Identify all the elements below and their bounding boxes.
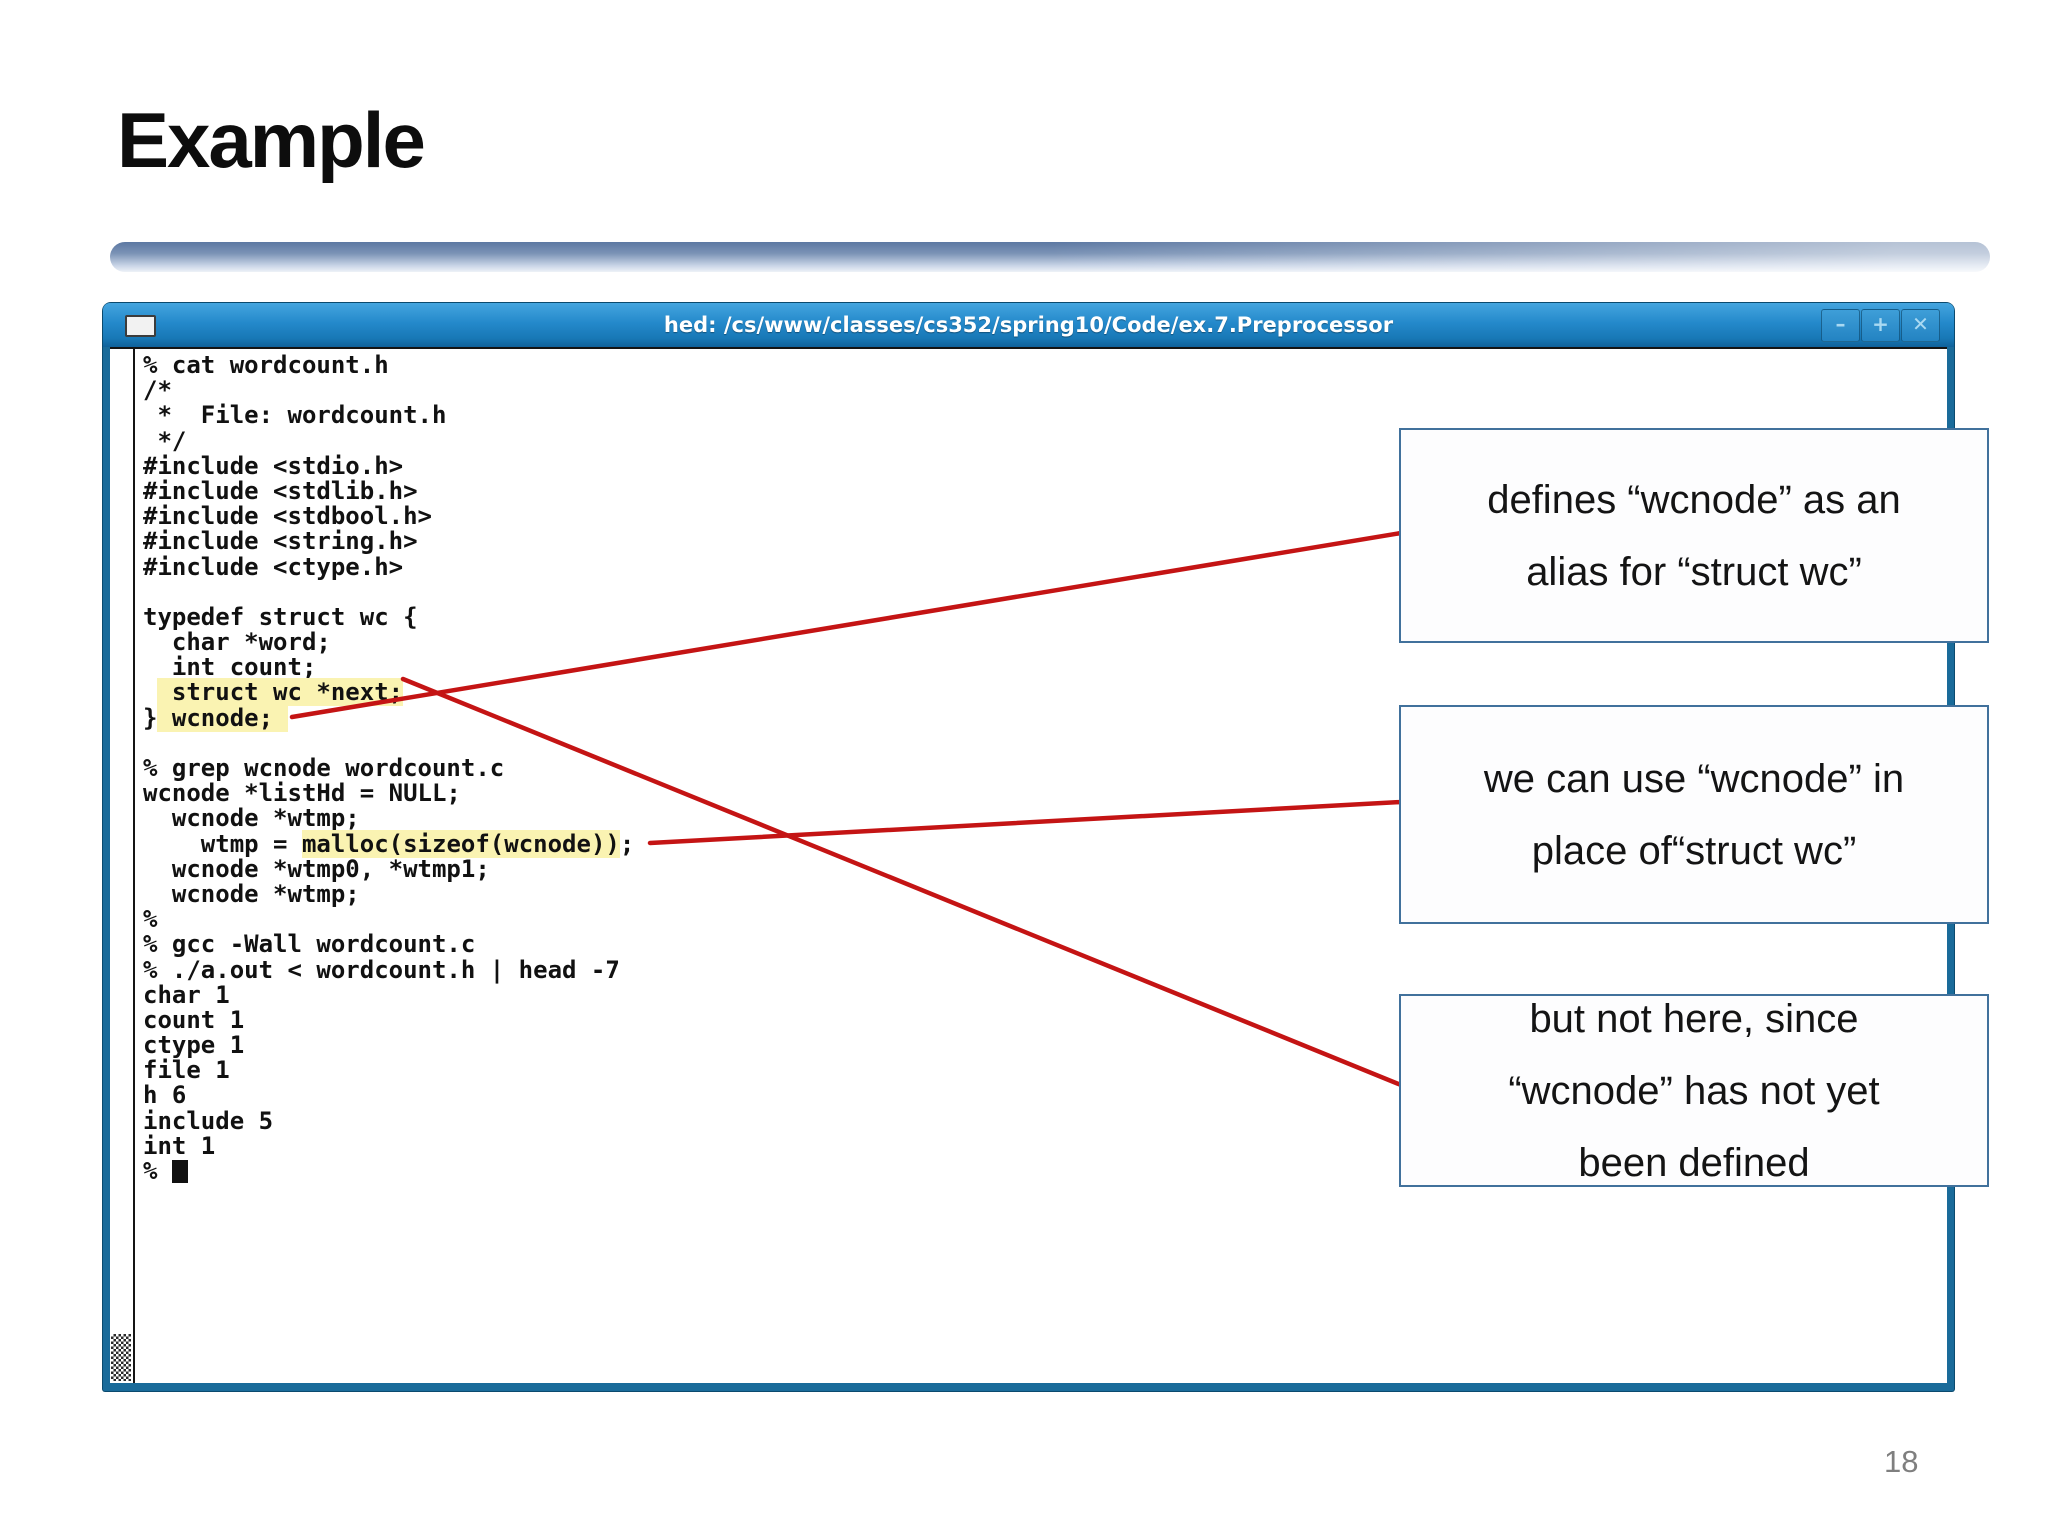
close-button[interactable]: ✕ <box>1901 309 1940 342</box>
terminal-line: * File: wordcount.h <box>143 403 1947 428</box>
highlighted-code: wcnode; <box>157 703 288 732</box>
terminal-titlebar[interactable]: hed: /cs/www/classes/cs352/spring10/Code… <box>103 303 1954 347</box>
window-buttons: – + ✕ <box>1820 309 1940 342</box>
code-text: % gcc -Wall wordcount.c <box>143 930 476 959</box>
terminal-line: file 1 <box>143 1058 1947 1083</box>
code-text: % <box>143 1157 172 1185</box>
code-text: h 6 <box>143 1081 187 1110</box>
code-text: #include <stdbool.h> <box>143 502 432 531</box>
minimize-button[interactable]: – <box>1821 309 1860 342</box>
terminal-line: char 1 <box>143 980 1947 1009</box>
code-text: * File: wordcount.h <box>143 401 447 430</box>
code-text: wcnode *wtmp; <box>143 804 360 833</box>
terminal-line: ctype 1 <box>143 1031 1947 1060</box>
terminal-line: include 5 <box>143 1106 1947 1135</box>
terminal-line: h 6 <box>143 1083 1947 1108</box>
code-text: % grep wcnode wordcount.c <box>143 754 505 782</box>
terminal-line: count 1 <box>143 1005 1947 1034</box>
terminal-line: #include <stdio.h> <box>143 451 1947 480</box>
code-text: file 1 <box>143 1056 230 1085</box>
callout-box-typedef: defines “wcnode” as an alias for “struct… <box>1399 428 1989 643</box>
terminal-line: int 1 <box>143 1131 1947 1160</box>
divider-bar <box>110 242 1990 272</box>
terminal-line: % ./a.out < wordcount.h | head -7 <box>143 955 1947 984</box>
code-text: % cat wordcount.h <box>143 351 389 379</box>
maximize-button[interactable]: + <box>1861 309 1900 342</box>
terminal-line: % <box>143 1157 1947 1185</box>
code-text <box>143 678 157 706</box>
code-text: % ./a.out < wordcount.h | head -7 <box>143 955 620 984</box>
page-number: 18 <box>1884 1444 1919 1479</box>
terminal-cursor <box>171 1160 188 1183</box>
terminal-title: hed: /cs/www/classes/cs352/spring10/Code… <box>663 313 1394 337</box>
code-text: */ <box>143 426 187 455</box>
terminal-line: #include <stdbool.h> <box>143 504 1947 529</box>
code-text: count 1 <box>143 1005 245 1034</box>
highlighted-code: struct wc *next; <box>157 678 404 707</box>
terminal-line: % cat wordcount.h <box>143 351 1947 379</box>
terminal-line: struct wc *next; <box>143 678 1947 707</box>
callout-box-usage: we can use “wcnode” in place of“struct w… <box>1399 705 1989 924</box>
scrollbar-track[interactable] <box>110 349 135 1383</box>
code-text: wcnode *wtmp0, *wtmp1; <box>143 854 490 883</box>
terminal-line: % <box>143 907 1947 932</box>
code-text: int 1 <box>143 1131 216 1160</box>
code-text: wcnode *listHd = NULL; <box>143 779 461 808</box>
terminal-line: % gcc -Wall wordcount.c <box>143 932 1947 957</box>
code-text: #include <ctype.h> <box>143 552 404 581</box>
code-text: #include <string.h> <box>143 527 418 556</box>
code-text: /* <box>143 376 172 405</box>
code-text: char 1 <box>143 980 230 1009</box>
terminal-line: wcnode *wtmp; <box>143 879 1947 908</box>
terminal-line: } wcnode; <box>143 703 1947 732</box>
code-text: wcnode *wtmp; <box>143 879 360 908</box>
highlighted-code: malloc(sizeof(wcnode)) <box>301 829 620 858</box>
code-text: int count; <box>143 653 317 682</box>
terminal-line: */ <box>143 426 1947 455</box>
code-text: wtmp = <box>143 829 302 858</box>
terminal-line: wcnode *wtmp; <box>143 806 1947 831</box>
code-text: typedef struct wc { <box>143 602 418 631</box>
terminal-line: wcnode *listHd = NULL; <box>143 781 1947 806</box>
terminal-line: int count; <box>143 655 1947 680</box>
code-text: char *word; <box>143 628 331 657</box>
code-text: include 5 <box>143 1106 274 1135</box>
slide-title: Example <box>117 96 426 184</box>
code-text: ; <box>619 829 635 858</box>
window-menu-icon[interactable] <box>125 315 156 337</box>
code-text: % <box>143 905 158 934</box>
code-text: #include <stdio.h> <box>143 451 404 480</box>
code-text: ctype 1 <box>143 1031 245 1060</box>
scrollbar-thumb[interactable] <box>111 1334 131 1381</box>
terminal-line: /* <box>143 378 1947 403</box>
code-text: #include <stdlib.h> <box>143 476 418 505</box>
callout-box-not-defined: but not here, since “wcnode” has not yet… <box>1399 994 1989 1187</box>
code-text: } <box>143 703 158 732</box>
terminal-line: #include <stdlib.h> <box>143 476 1947 505</box>
